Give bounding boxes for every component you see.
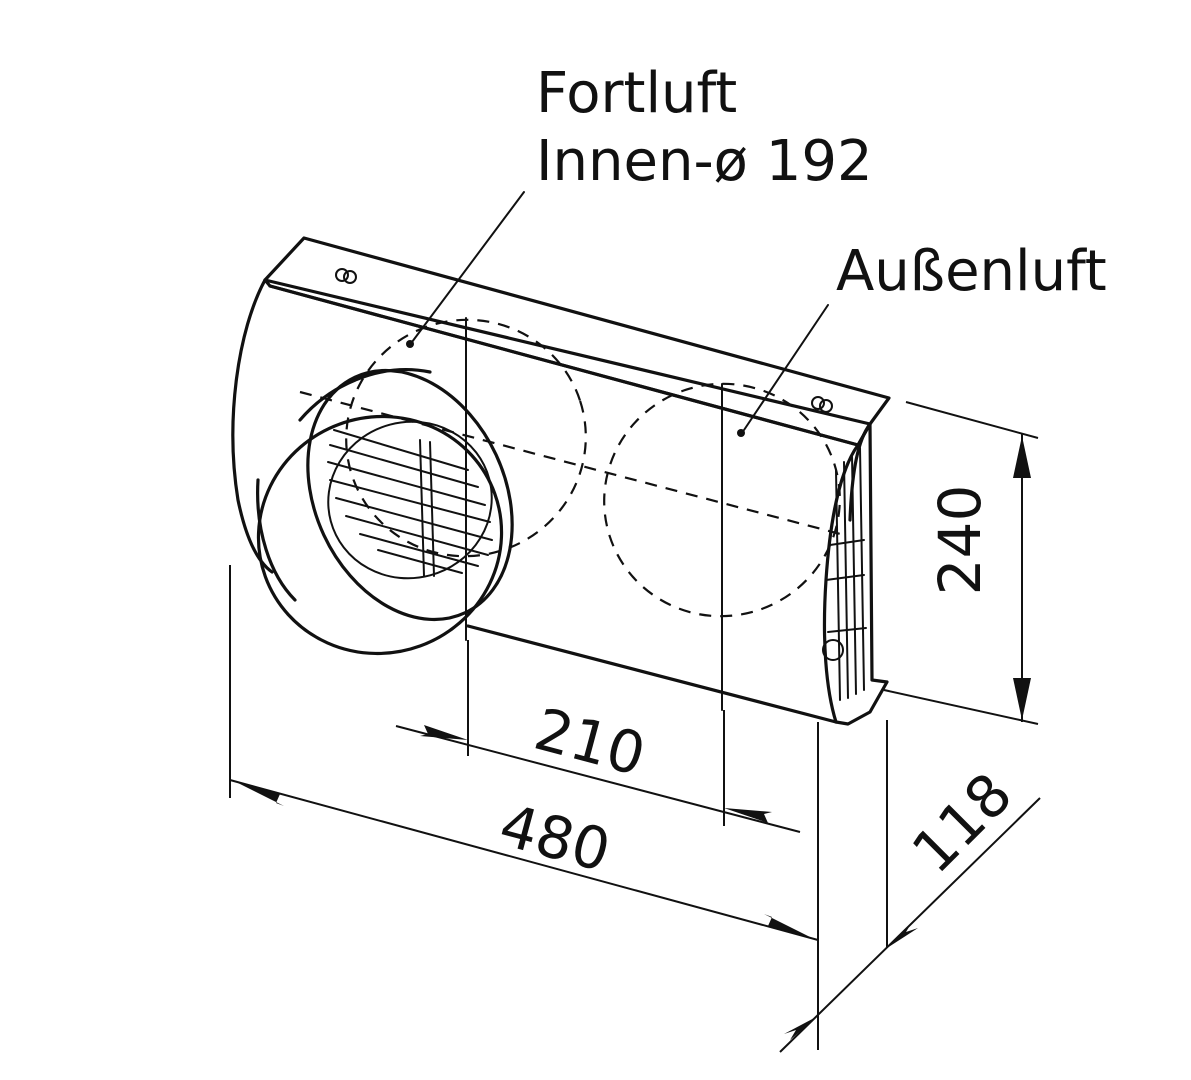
dimension-240: 240 (883, 401, 1039, 725)
exhaust-spigot (256, 368, 514, 656)
screw-right (811, 396, 825, 410)
dim-210-text: 210 (528, 695, 653, 789)
label-fortluft: Fortluft (536, 61, 737, 126)
dim-480-text: 480 (493, 791, 618, 885)
leader-fortluft (406, 191, 525, 348)
hidden-lines (299, 317, 849, 711)
label-innen-diameter: Innen-ø 192 (536, 129, 873, 194)
screw-left (335, 268, 349, 282)
leader-aussenluft (737, 304, 829, 437)
dim-118-text: 118 (899, 760, 1025, 886)
dimension-210: 210 (395, 640, 801, 833)
dim-240-text: 240 (926, 485, 994, 596)
spigot-grille (327, 420, 493, 580)
label-aussenluft: Außenluft (836, 239, 1107, 304)
side-grille (822, 447, 867, 701)
